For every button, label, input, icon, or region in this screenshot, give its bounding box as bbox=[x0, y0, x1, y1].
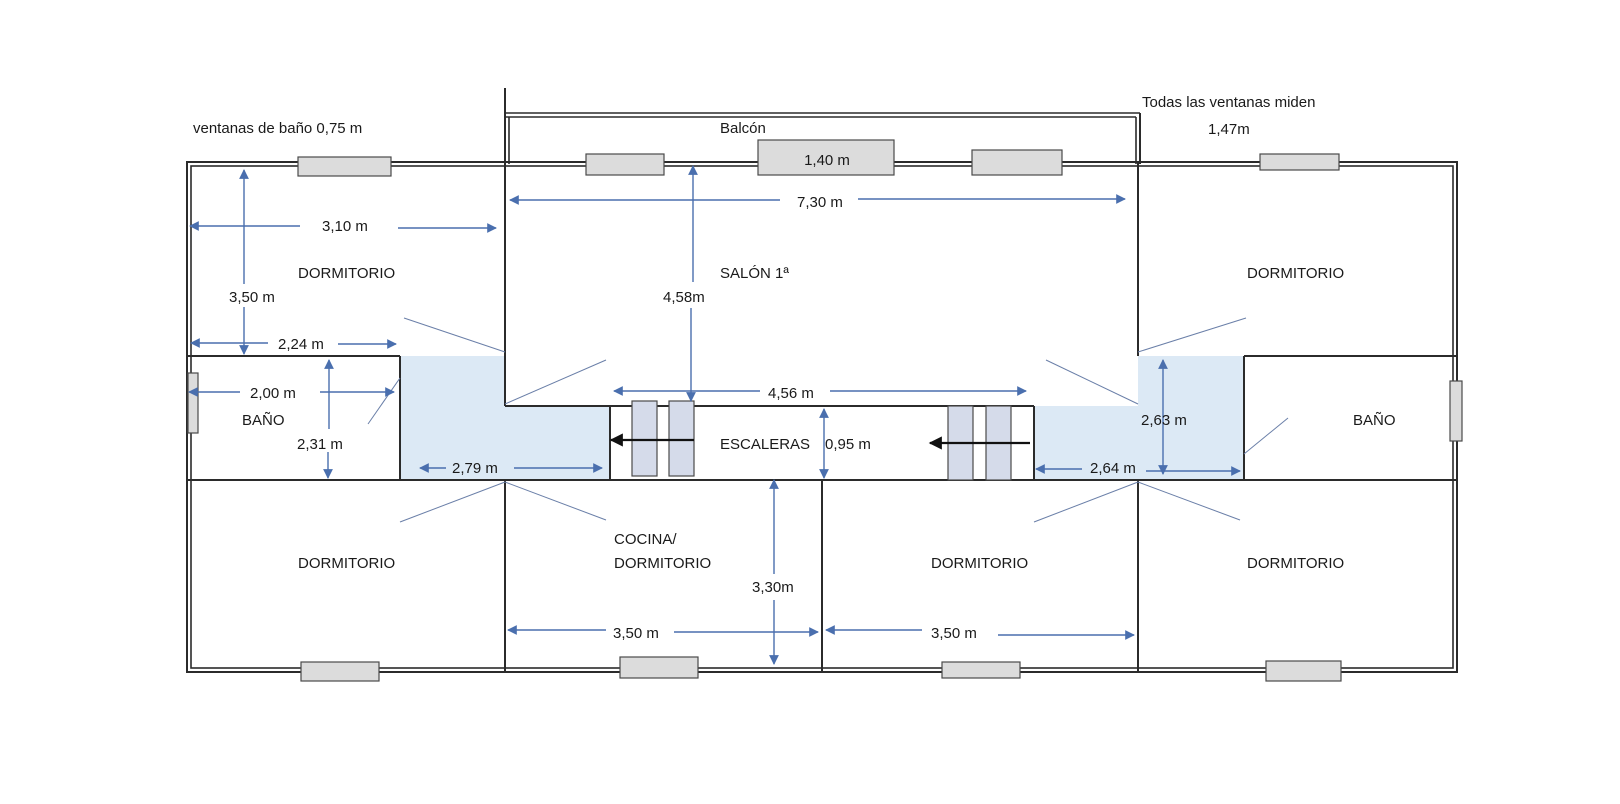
stair-tread bbox=[631, 400, 658, 477]
room-bedroom-bottom-right: DORMITORIO bbox=[1247, 555, 1344, 572]
dim-label: 3,50 m bbox=[229, 289, 275, 306]
window-top-3 bbox=[971, 149, 1063, 176]
all-windows-size: 1,47m bbox=[1208, 121, 1250, 138]
interior-walls bbox=[187, 162, 1457, 672]
dim-label: 7,30 m bbox=[797, 194, 843, 211]
window-right bbox=[1449, 380, 1463, 442]
room-bedroom-bottom-mid: DORMITORIO bbox=[931, 555, 1028, 572]
room-bath-right: BAÑO bbox=[1353, 412, 1396, 429]
balcony-label: Balcón bbox=[720, 120, 766, 137]
window-top-2 bbox=[585, 153, 665, 176]
balcony-window-label: 1,40 m bbox=[804, 152, 850, 169]
room-kitchen-line2: DORMITORIO bbox=[614, 555, 711, 572]
door-swings bbox=[367, 317, 1289, 523]
dimension-arrows bbox=[188, 165, 1241, 665]
room-living: SALÓN 1ª bbox=[720, 265, 789, 282]
dim-label: 3,50 m bbox=[931, 625, 977, 642]
window-bottom-2 bbox=[619, 656, 699, 679]
room-bedroom-bottom-left: DORMITORIO bbox=[298, 555, 395, 572]
window-top-1 bbox=[297, 156, 392, 177]
dim-label: 3,30m bbox=[752, 579, 794, 596]
dim-label: 4,56 m bbox=[768, 385, 814, 402]
room-stairs: ESCALERAS bbox=[720, 436, 810, 453]
window-top-4 bbox=[1259, 153, 1340, 171]
dim-label: 3,10 m bbox=[322, 218, 368, 235]
stair-tread bbox=[668, 400, 695, 477]
bath-windows-note: ventanas de baño 0,75 m bbox=[193, 120, 362, 137]
balcony-window bbox=[757, 139, 895, 176]
dim-label: 4,58m bbox=[663, 289, 705, 306]
dim-label: 2,24 m bbox=[278, 336, 324, 353]
window-bottom-1 bbox=[300, 661, 380, 682]
dim-label: 0,95 m bbox=[825, 436, 871, 453]
dim-label: 2,63 m bbox=[1141, 412, 1187, 429]
room-bedroom-top-right: DORMITORIO bbox=[1247, 265, 1344, 282]
hallway-area bbox=[400, 356, 1244, 480]
dim-label: 2,31 m bbox=[297, 436, 343, 453]
window-bottom-3 bbox=[941, 661, 1021, 679]
stairs bbox=[609, 400, 1030, 481]
dim-label: 2,00 m bbox=[250, 385, 296, 402]
window-bottom-4 bbox=[1265, 660, 1342, 682]
dim-label: 2,64 m bbox=[1090, 460, 1136, 477]
all-windows-note: Todas las ventanas miden bbox=[1142, 94, 1315, 111]
windows bbox=[187, 139, 1463, 682]
room-bedroom-top-left: DORMITORIO bbox=[298, 265, 395, 282]
dim-label: 2,79 m bbox=[452, 460, 498, 477]
room-bath-left: BAÑO bbox=[242, 412, 285, 429]
window-left bbox=[187, 372, 199, 434]
dim-label: 3,50 m bbox=[613, 625, 659, 642]
room-kitchen-line1: COCINA/ bbox=[614, 531, 677, 548]
